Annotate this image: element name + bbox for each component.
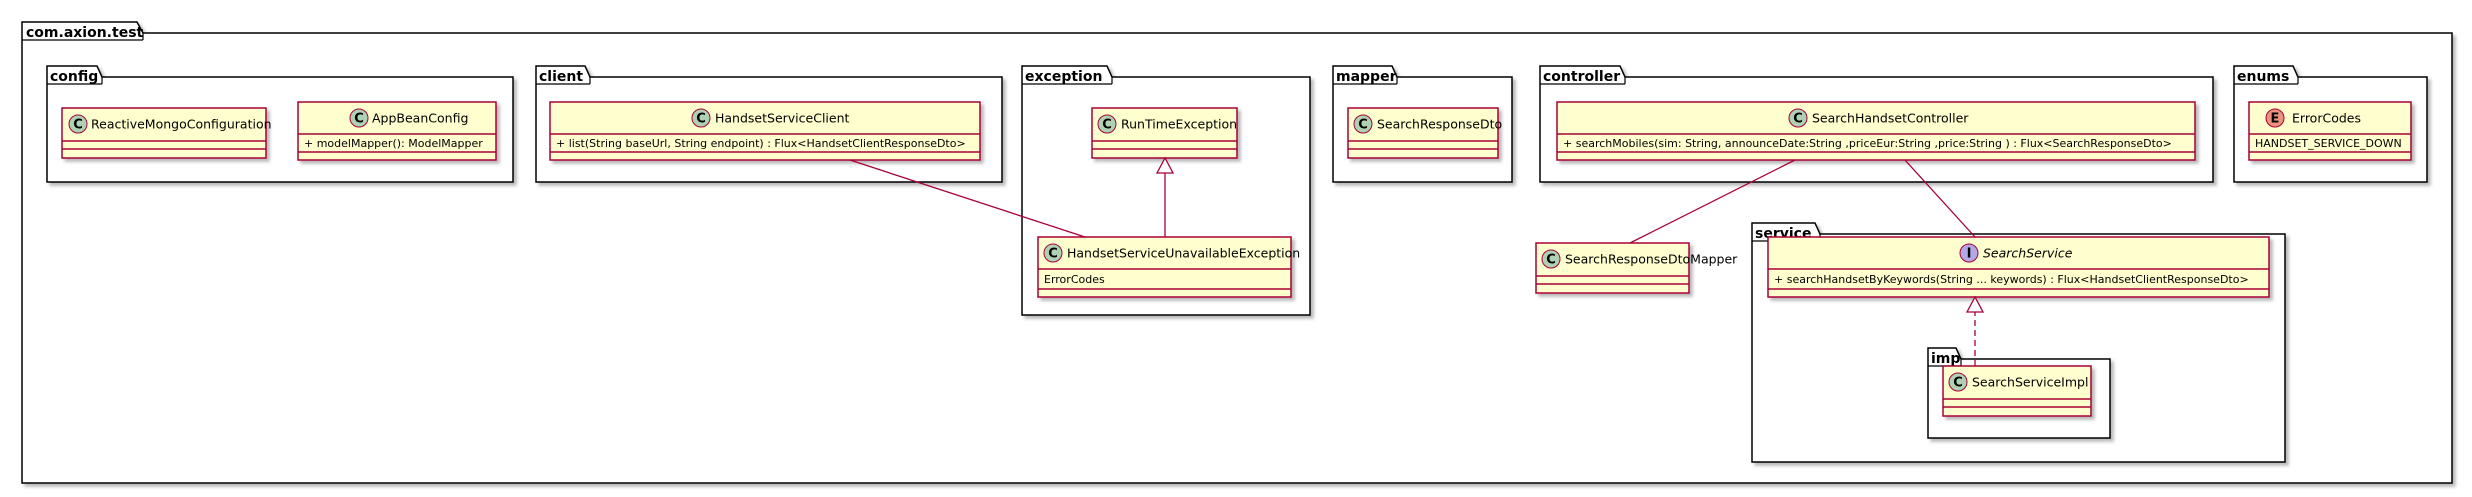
svg-text:C: C bbox=[1953, 376, 1963, 391]
relation-controller-to-service bbox=[1904, 159, 1976, 238]
class-name: HandsetServiceClient bbox=[715, 111, 850, 126]
relation-exception-extends-runtime bbox=[1155, 156, 1175, 237]
class-name: SearchService bbox=[1983, 246, 2073, 261]
class-name: HandsetServiceUnavailableException bbox=[1067, 246, 1300, 261]
class-handset-service-unavailable-exception[interactable]: C HandsetServiceUnavailableException Err… bbox=[1037, 236, 1300, 298]
class-name: RunTimeException bbox=[1121, 117, 1237, 132]
class-badge-icon: C bbox=[1043, 243, 1063, 263]
svg-text:C: C bbox=[1358, 118, 1368, 133]
svg-text:C: C bbox=[354, 112, 364, 127]
package-title: imp bbox=[1931, 351, 1960, 367]
class-member: + searchMobiles(sim: String, announceDat… bbox=[1563, 137, 2172, 150]
svg-text:C: C bbox=[1546, 253, 1556, 268]
class-badge-icon: C bbox=[68, 114, 88, 134]
interface-badge-icon: I bbox=[1959, 243, 1979, 263]
relation-controller-to-mapper bbox=[1629, 159, 1796, 244]
package-title: enums bbox=[2237, 69, 2289, 85]
class-search-response-dto-mapper[interactable]: C SearchResponseDtoMapper bbox=[1535, 242, 1738, 294]
interface-search-service[interactable]: I SearchService + searchHandsetByKeyword… bbox=[1767, 236, 2270, 298]
class-search-response-dto[interactable]: C SearchResponseDto bbox=[1347, 107, 1502, 159]
class-badge-icon: C bbox=[1353, 114, 1373, 134]
class-app-bean-config[interactable]: C AppBeanConfig + modelMapper(): ModelMa… bbox=[297, 101, 497, 161]
class-member: + list(String baseUrl, String endpoint) … bbox=[556, 137, 966, 150]
class-badge-icon: C bbox=[1948, 372, 1968, 392]
class-member: + modelMapper(): ModelMapper bbox=[304, 137, 483, 150]
class-name: ErrorCodes bbox=[2292, 111, 2361, 126]
package-title: controller bbox=[1543, 69, 1620, 85]
enum-constant: HANDSET_SERVICE_DOWN bbox=[2255, 137, 2402, 150]
svg-text:I: I bbox=[1967, 247, 1972, 262]
class-name: SearchResponseDto bbox=[1377, 117, 1502, 132]
svg-text:C: C bbox=[1102, 118, 1112, 133]
class-name: AppBeanConfig bbox=[372, 111, 468, 126]
class-name: SearchServiceImpl bbox=[1972, 375, 2088, 390]
package-title: exception bbox=[1025, 69, 1102, 85]
class-search-handset-controller[interactable]: C SearchHandsetController + searchMobile… bbox=[1556, 101, 2196, 161]
class-badge-icon: C bbox=[1788, 108, 1808, 128]
class-name: SearchHandsetController bbox=[1812, 111, 1969, 126]
class-badge-icon: C bbox=[1097, 114, 1117, 134]
class-badge-icon: C bbox=[1541, 249, 1561, 269]
package-title: config bbox=[50, 69, 98, 85]
package-title: com.axion.test bbox=[26, 25, 144, 41]
class-runtime-exception[interactable]: C RunTimeException bbox=[1091, 107, 1238, 159]
class-search-service-impl[interactable]: C SearchServiceImpl bbox=[1942, 365, 2092, 417]
svg-text:E: E bbox=[2271, 112, 2280, 127]
class-member: ErrorCodes bbox=[1044, 273, 1105, 286]
class-badge-icon: C bbox=[349, 108, 369, 128]
enum-error-codes[interactable]: E ErrorCodes HANDSET_SERVICE_DOWN bbox=[2248, 101, 2412, 161]
svg-text:C: C bbox=[1048, 247, 1058, 262]
relation-client-to-exception bbox=[849, 159, 1086, 238]
enum-badge-icon: E bbox=[2265, 108, 2285, 128]
svg-text:C: C bbox=[1793, 112, 1803, 127]
relation-impl-realizes-service bbox=[1965, 295, 1985, 366]
class-reactive-mongo-configuration[interactable]: C ReactiveMongoConfiguration bbox=[61, 107, 272, 159]
package-title: client bbox=[539, 69, 583, 85]
class-name: SearchResponseDtoMapper bbox=[1565, 252, 1738, 267]
svg-text:C: C bbox=[73, 118, 83, 133]
class-badge-icon: C bbox=[691, 108, 711, 128]
class-member: + searchHandsetByKeywords(String ... key… bbox=[1774, 273, 2249, 286]
class-name: ReactiveMongoConfiguration bbox=[91, 117, 272, 132]
class-handset-service-client[interactable]: C HandsetServiceClient + list(String bas… bbox=[549, 101, 981, 161]
svg-text:C: C bbox=[696, 112, 706, 127]
package-title: mapper bbox=[1336, 69, 1397, 85]
